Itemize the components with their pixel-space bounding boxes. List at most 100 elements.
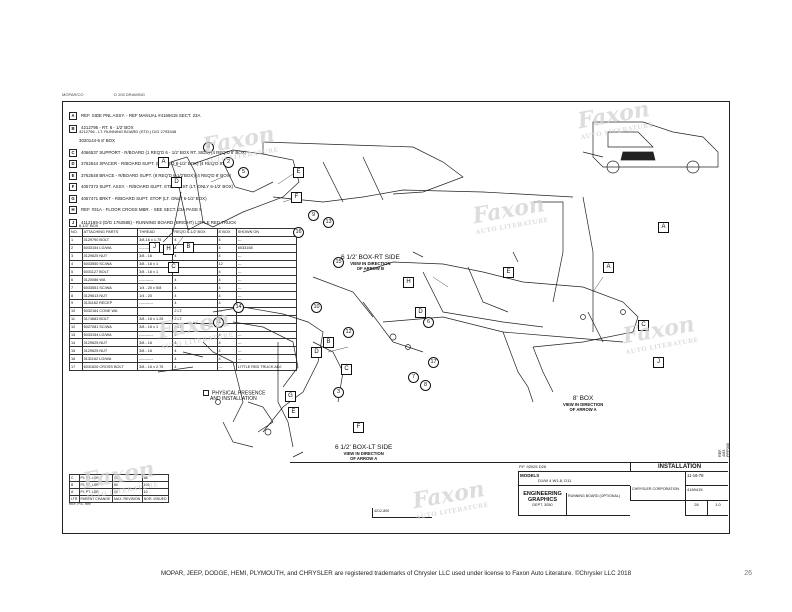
table-cell: 3129790 BOLT: [81, 235, 139, 245]
table-cell: 3/8 - 16: [137, 338, 174, 348]
table-cell: 14: [69, 338, 83, 348]
parts-notes: A REF. SIDE PNL ASSY. - REF MANUAL #41694…: [69, 110, 369, 230]
title-block: P.F. 92025 D26 INSTALLATION MODELS D1/W …: [290, 462, 728, 533]
table-cell: 3131162 LG/WA: [81, 354, 139, 364]
table-cell: [235, 314, 298, 324]
table-cell: ---: [235, 299, 298, 308]
table-cell: ---: [235, 291, 298, 301]
part-callout: F: [291, 192, 302, 203]
table-cell: 16: [69, 354, 83, 364]
note-key: E: [69, 171, 77, 180]
table-cell: [137, 306, 174, 316]
item-callout: 7: [408, 372, 419, 383]
table-cell: 3/8 - 16: [137, 346, 174, 356]
table-cell: 1/4 - 20: [137, 291, 174, 301]
view-sub: VIEW IN DIRECTION: [343, 450, 384, 456]
table-cell: 17: [69, 362, 83, 372]
table-cell: 3129625 NUT: [81, 346, 139, 356]
table-cell: 4: [172, 283, 218, 293]
watermark-text: Faxon: [620, 311, 697, 350]
note-key: A: [69, 111, 77, 120]
eng-graphics-cell: ENGINEERING GRAPHICS DEPT. 3050: [518, 486, 566, 516]
manual-cell: 4169415: [685, 486, 728, 501]
note-text: REF. SIDE PNL ASSY. - REF MANUAL #416941…: [81, 112, 201, 118]
item-callout: 2: [223, 157, 234, 168]
revision-cell: 10: [141, 488, 170, 496]
revision-cell: PARENT CHANGE: [78, 495, 113, 503]
note-row: 3020144-5 8' BOX: [69, 136, 369, 148]
header-strip: MOPAR/CO D 205 DRAWING: [62, 92, 728, 101]
note-text: 4067471 BRKT - R/BOARD SUPT. STOP (LT. O…: [81, 195, 207, 201]
table-cell: 4: [216, 251, 237, 261]
view-sub: VIEW IN DIRECTION: [563, 401, 604, 407]
part-callout: D: [311, 347, 322, 358]
table-cell: 4: [172, 346, 218, 356]
watermark-text: Faxon: [470, 191, 547, 230]
table-cell: 12: [69, 322, 83, 332]
table-cell: 6033154 LG/WA: [81, 330, 139, 340]
part-callout: G: [285, 391, 296, 402]
table-header: 8' BOX: [216, 228, 237, 237]
table-cell: 6033550 SC/WA: [81, 259, 139, 269]
table-cell: 2: [69, 243, 83, 253]
table-cell: -----------: [137, 275, 174, 285]
table-cell: 3/8 - 16 x 1: [137, 322, 174, 332]
table-cell: 3129625 NUT: [81, 338, 139, 348]
note-key: D: [69, 160, 77, 169]
item-callout: 13: [323, 217, 334, 228]
item-callout: 14: [233, 302, 244, 313]
table-cell: 4: [172, 275, 218, 285]
table-cell: 9: [69, 299, 83, 308]
watermark-sub: AUTO LITERATURE: [475, 216, 550, 237]
revision-cell: P1 PT. LSR: [78, 488, 113, 496]
item-callout: 10: [311, 302, 322, 313]
table-header: SHOWN ON: [235, 228, 298, 237]
table-cell: ---: [235, 259, 298, 269]
table-cell: 3: [69, 251, 83, 261]
table-cell: 8: [172, 259, 218, 269]
view-title: 6 1/2' BOX-RT SIDE: [341, 254, 400, 261]
table-cell: ---: [235, 251, 298, 261]
note-key: J: [69, 219, 77, 227]
part-callout: B: [183, 242, 194, 253]
table-header: THREAD: [137, 228, 174, 237]
table-cell: 4: [216, 243, 237, 253]
part-callout: A: [658, 222, 669, 233]
table-cell: 3129613 NUT: [81, 291, 139, 301]
note-text: 3762548 BRACE - R/BOARD SUPT. (8 REQ'D 6…: [81, 172, 231, 178]
part-callout: H: [403, 277, 414, 288]
revision-cell: C: [69, 474, 80, 482]
table-cell: 11: [69, 314, 83, 324]
page-number: 26: [744, 570, 752, 577]
eng-graphics: ENGINEERING GRAPHICS: [523, 491, 562, 503]
view-label-rt: 6 1/2' BOX-RT SIDE VIEW IN DIRECTION OF …: [341, 255, 400, 272]
table-cell: 8: [69, 291, 83, 301]
table-cell: ---: [235, 283, 298, 293]
part-callout: E: [293, 167, 304, 178]
table-cell: 4: [216, 283, 237, 293]
view-title: 8' BOX: [572, 395, 594, 402]
models-value: D1/W 4 W1-8, D11: [538, 478, 572, 483]
header-left: MOPAR/CO: [62, 92, 84, 97]
note-text: 3762544 SPACER - R/BOARD SUPT. (8 REQ'D …: [81, 161, 234, 167]
table-cell: 4: [172, 362, 218, 372]
table-cell: 12: [216, 259, 237, 269]
table-cell: ---: [235, 275, 298, 285]
table-cell: 1: [69, 235, 83, 245]
revision-cell: 105: [141, 481, 170, 489]
view-sub: VIEW IN DIRECTION: [350, 260, 391, 266]
note-key: F: [69, 183, 77, 192]
item-callout: 12: [343, 327, 354, 338]
table-header: ATTACHING PARTS: [81, 228, 139, 237]
part-callout: E: [288, 407, 299, 418]
